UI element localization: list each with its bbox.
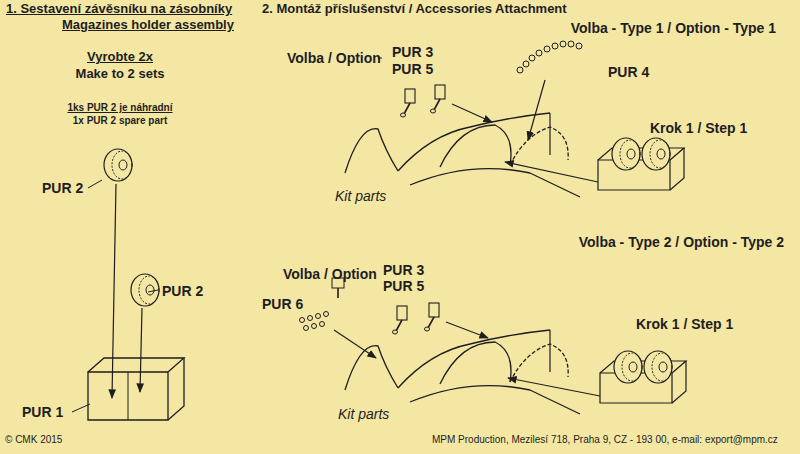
step-label: Krok 1 / Step 1: [636, 316, 733, 332]
kit-parts-label: Kit parts: [335, 188, 386, 204]
option-heading: Volba - Type 1 / Option - Type 1: [571, 20, 776, 36]
spare-note: 1x PUR 2 spare part: [73, 115, 168, 127]
option-heading: Volba - Type 2 / Option - Type 2: [579, 234, 784, 250]
spare-note: 1ks PUR 2 je náhradní: [67, 102, 172, 114]
publisher-address: MPM Production, Mezilesí 718, Praha 9, C…: [432, 434, 778, 446]
part-label: PUR 6: [262, 296, 303, 312]
part-label: PUR 4: [608, 64, 649, 80]
option-label: Volba / Option: [283, 266, 377, 282]
instruction-note: Vyrobte 2x: [87, 50, 153, 65]
copyright-note: © CMK 2015: [5, 434, 62, 446]
part-label: PUR 5: [383, 278, 424, 294]
part-label: PUR 3: [392, 44, 433, 60]
part-label: PUR 3: [383, 262, 424, 278]
part-label: PUR 1: [22, 404, 63, 420]
step-label: Krok 1 / Step 1: [650, 120, 747, 136]
kit-parts-label: Kit parts: [338, 406, 389, 422]
section-heading: 1. Sestavení závěsníku na zásobníky: [6, 2, 232, 17]
instruction-note: Make to 2 sets: [76, 67, 165, 82]
section-heading: Magazines holder assembly: [62, 18, 234, 33]
part-label: PUR 5: [392, 61, 433, 77]
part-label: PUR 2: [162, 283, 203, 299]
section-heading: 2. Montáž příslušenství / Accessories At…: [262, 2, 567, 17]
option-label: Volba / Option: [287, 50, 381, 66]
part-label: PUR 2: [42, 180, 83, 196]
